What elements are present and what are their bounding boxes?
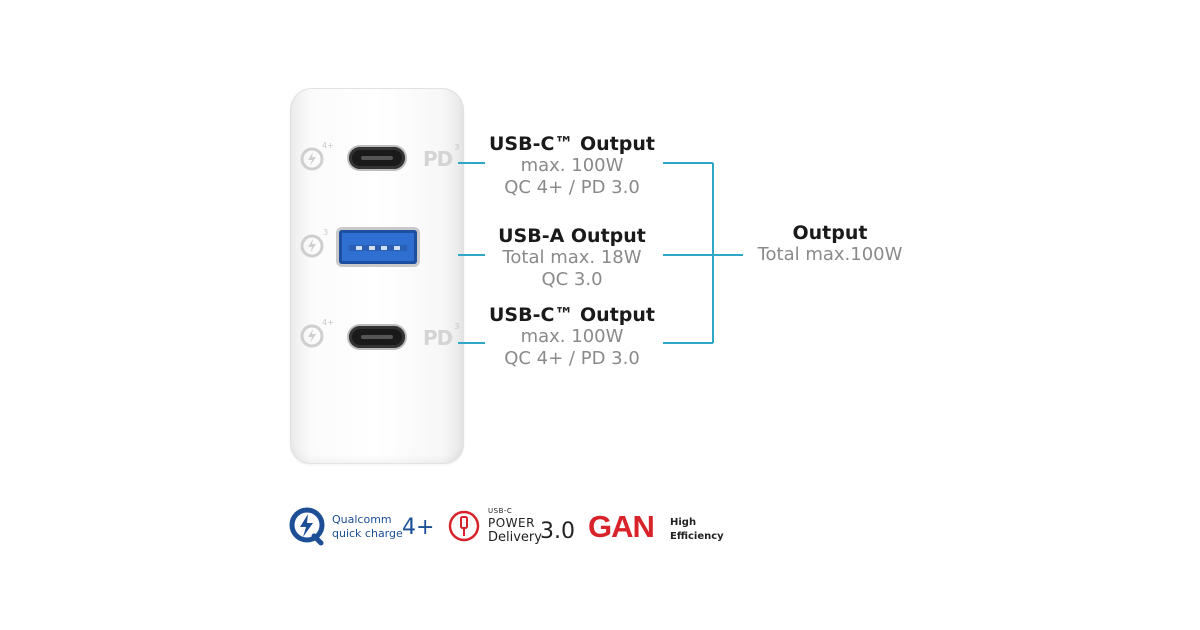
port-label-title: USB-A Output (498, 225, 646, 247)
port-label-3: USB-C™ Output max. 100W QC 4+ / PD 3.0 (486, 304, 658, 370)
port-label-line2: QC 4+ / PD 3.0 (504, 177, 640, 198)
qualcomm-line1: Qualcomm (332, 513, 392, 526)
power-delivery-icon (448, 510, 480, 542)
port-label-line2: QC 4+ / PD 3.0 (504, 348, 640, 369)
qualcomm-version: 4+ (402, 515, 435, 540)
gan-logo-text: GAN (588, 509, 655, 544)
output-label: Output Total max.100W (746, 222, 914, 266)
output-subtitle: Total max.100W (757, 244, 903, 265)
qualcomm-quick-charge-icon (289, 507, 325, 546)
logo-gan-high-efficiency: GAN High Efficiency (588, 509, 724, 549)
usb-a-contacts (349, 245, 407, 251)
pd-version: 3.0 (540, 519, 575, 544)
quick-charge-icon (300, 234, 324, 258)
port-label-title: USB-C™ Output (488, 304, 655, 326)
port-label-title: USB-C™ Output (488, 133, 655, 155)
output-title: Output (792, 222, 868, 244)
port-label-2: USB-A Output Total max. 18W QC 3.0 (486, 225, 658, 291)
logo-qualcomm-quick-charge: Qualcomm quick charge 4+ (288, 505, 438, 549)
usb-c-port-1 (349, 147, 405, 169)
pd-power-label: POWER (488, 516, 535, 530)
port-label-line1: Total max. 18W (502, 247, 642, 268)
port-label-line1: max. 100W (520, 326, 624, 347)
usb-c-port-2 (349, 326, 405, 348)
usb-a-port (339, 230, 417, 264)
port-label-1: USB-C™ Output max. 100W QC 4+ / PD 3.0 (486, 133, 658, 199)
port-label-line1: max. 100W (520, 155, 624, 176)
gan-line2: Efficiency (670, 531, 724, 542)
qc-badge-port-3: 4+ (322, 318, 334, 327)
logo-usb-c-power-delivery: USB-C POWER Delivery 3.0 (448, 507, 578, 547)
port-label-line2: QC 3.0 (541, 269, 603, 290)
quick-charge-icon (300, 324, 324, 348)
qc-badge-port-1: 4+ (322, 141, 334, 150)
pd-usb-c-label: USB-C (488, 507, 513, 515)
qc-badge-port-2: 3 (323, 228, 329, 237)
gan-line1: High (670, 517, 697, 528)
quick-charge-icon (300, 147, 324, 171)
qualcomm-line2: quick charge (332, 527, 403, 540)
pd-delivery-label: Delivery (488, 530, 542, 545)
